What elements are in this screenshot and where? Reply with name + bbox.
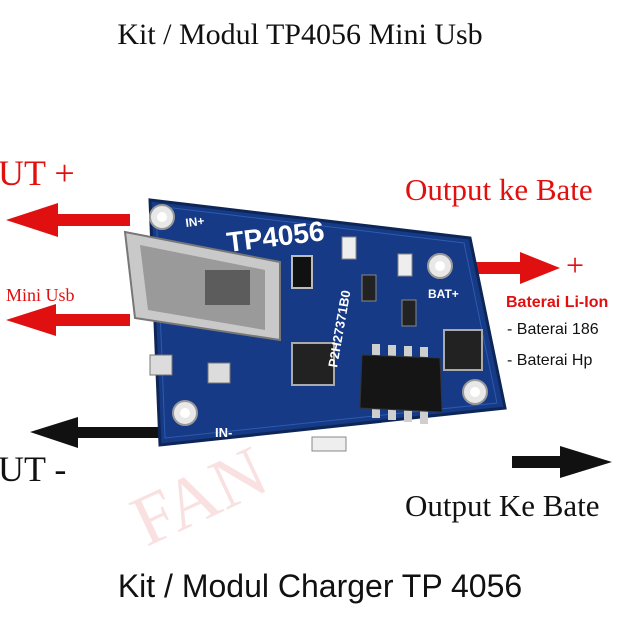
silk-in-plus: IN+: [185, 214, 206, 230]
arrow-input-minus: [30, 417, 160, 448]
smd-resistor-2: [361, 274, 377, 302]
arrow-output-minus: [512, 446, 612, 478]
silk-bat-minus: BAT-: [460, 415, 487, 429]
smd-resistor-3: [401, 299, 417, 327]
smd-led-1: [341, 236, 357, 260]
mini-usb-connector: [123, 230, 281, 384]
arrow-input-plus: [6, 203, 130, 237]
tp4056-ic: [359, 344, 443, 424]
silk-bat-plus: BAT+: [428, 287, 459, 301]
smd-capacitor-1: [291, 342, 335, 386]
output-battery-plus-label: Output ke Bate: [405, 172, 593, 207]
arrow-output-plus: [462, 252, 560, 284]
battery-list-item: - Baterai Hp: [507, 352, 593, 369]
mini-usb-label: Mini Usb: [6, 285, 75, 305]
smd-resistor-1: [291, 255, 313, 289]
silk-in-minus: IN-: [215, 425, 232, 440]
input-minus-label: PUT -: [0, 449, 67, 489]
battery-list-item: - Baterai 186: [507, 321, 599, 338]
smd-resistor-4: [311, 436, 347, 452]
output-battery-minus-label: Output Ke Bate: [405, 488, 600, 523]
smd-led-2: [397, 253, 413, 277]
bottom-caption: Kit / Modul Charger TP 4056: [117, 568, 523, 604]
input-plus-label: PUT +: [0, 153, 75, 193]
tp4056-board: TP4056 IN+ IN- BAT+ BAT- P2H27371B0: [123, 198, 507, 452]
page-title: Kit / Modul TP4056 Mini Usb: [117, 18, 483, 51]
arrow-mini-usb: [6, 304, 130, 336]
smd-capacitor-2: [443, 329, 483, 371]
battery-type-label: Baterai Li-Ion: [506, 294, 609, 311]
plus-sign-label: +: [566, 247, 585, 283]
